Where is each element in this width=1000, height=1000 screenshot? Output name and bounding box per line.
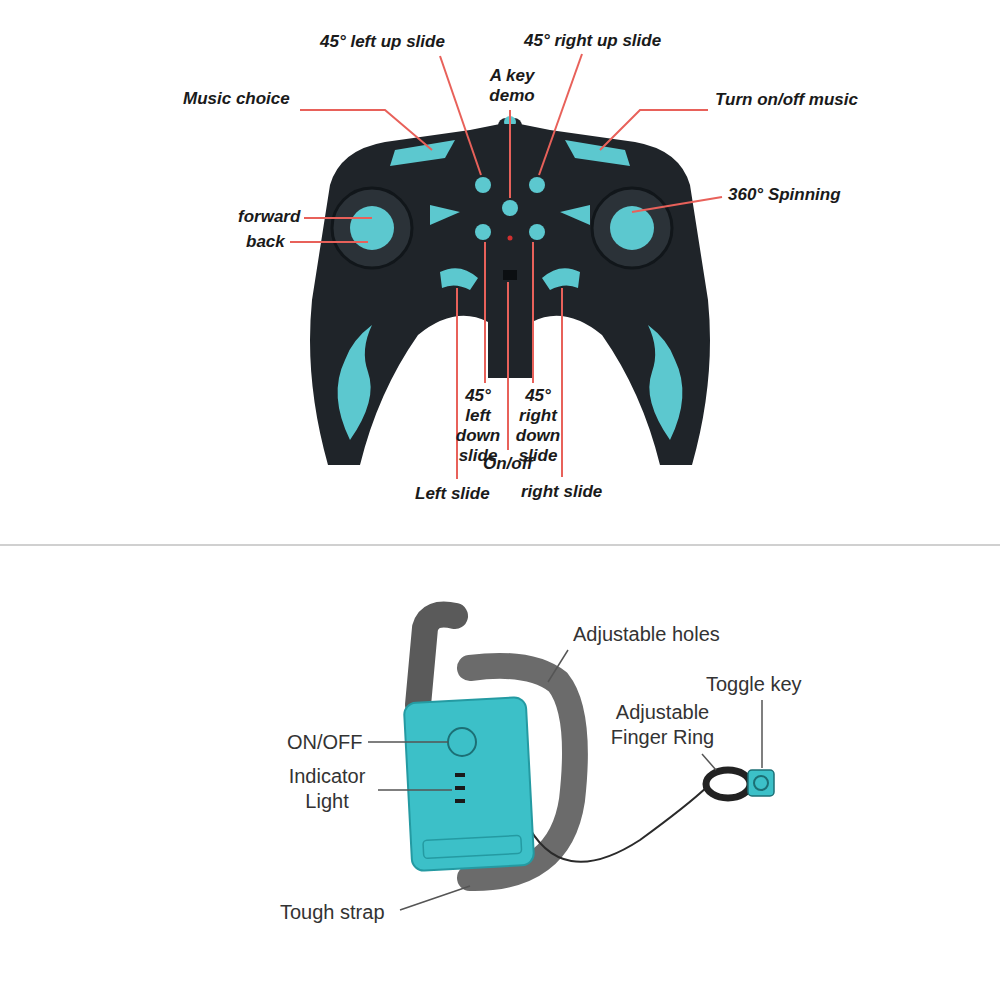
part-label: Tough strap <box>280 900 385 925</box>
button-label: back <box>246 232 285 252</box>
leader-lines <box>290 54 722 479</box>
part-label: Adjustable holes <box>573 622 720 647</box>
part-label: Adjustable Finger Ring <box>600 700 725 750</box>
button-label: Music choice <box>183 89 290 109</box>
wrist-controller <box>404 615 774 879</box>
part-label: Indicator Light <box>277 764 377 814</box>
button-label: 45° right up slide <box>524 31 661 51</box>
button-label: Turn on/off music <box>715 90 858 110</box>
button-label: forward <box>238 207 300 227</box>
part-label: ON/OFF <box>287 730 363 755</box>
button-label: 45° left up slide <box>320 32 445 52</box>
leader-lines <box>368 650 762 910</box>
part-label: Toggle key <box>706 672 802 697</box>
button-label: On/off <box>483 454 533 474</box>
button-label: A key demo <box>482 66 542 106</box>
button-label: Left slide <box>415 484 490 504</box>
button-label: 360° Spinning <box>728 185 841 205</box>
button-label: right slide <box>521 482 602 502</box>
